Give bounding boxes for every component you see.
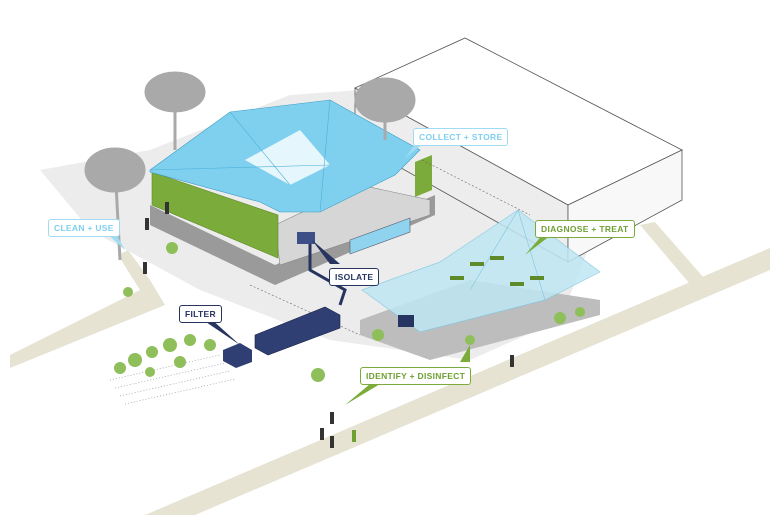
isolate-pipe [308,240,347,306]
isolate-pointer [312,240,340,264]
planting-field [109,354,236,405]
label-filter: FILTER [179,305,222,323]
filter-pointer [200,318,240,345]
roof-opening [245,130,330,185]
palm-trees [84,71,416,261]
filter-basin [223,343,252,368]
water-tank [349,217,411,255]
left-walkway [10,250,165,368]
right-walkway [640,222,710,290]
label-diagnose-treat: DIAGNOSE + TREAT [535,220,635,238]
beds [450,256,544,286]
isolate-tank [297,232,315,244]
plants [114,242,585,382]
label-isolate: ISOLATE [329,268,380,286]
people [143,202,514,448]
pavilion-base [150,195,435,285]
label-collect-store: COLLECT + STORE [413,128,509,146]
green-wall-right [415,155,432,197]
label-clean-use: CLEAN + USE [48,219,120,237]
isolation-unit [398,315,414,327]
identify-disinfect-pointer [345,384,380,405]
filter-tanks [254,306,341,356]
green-wall-left [151,171,279,259]
label-identify-disinfect: IDENTIFY + DISINFECT [360,367,472,385]
